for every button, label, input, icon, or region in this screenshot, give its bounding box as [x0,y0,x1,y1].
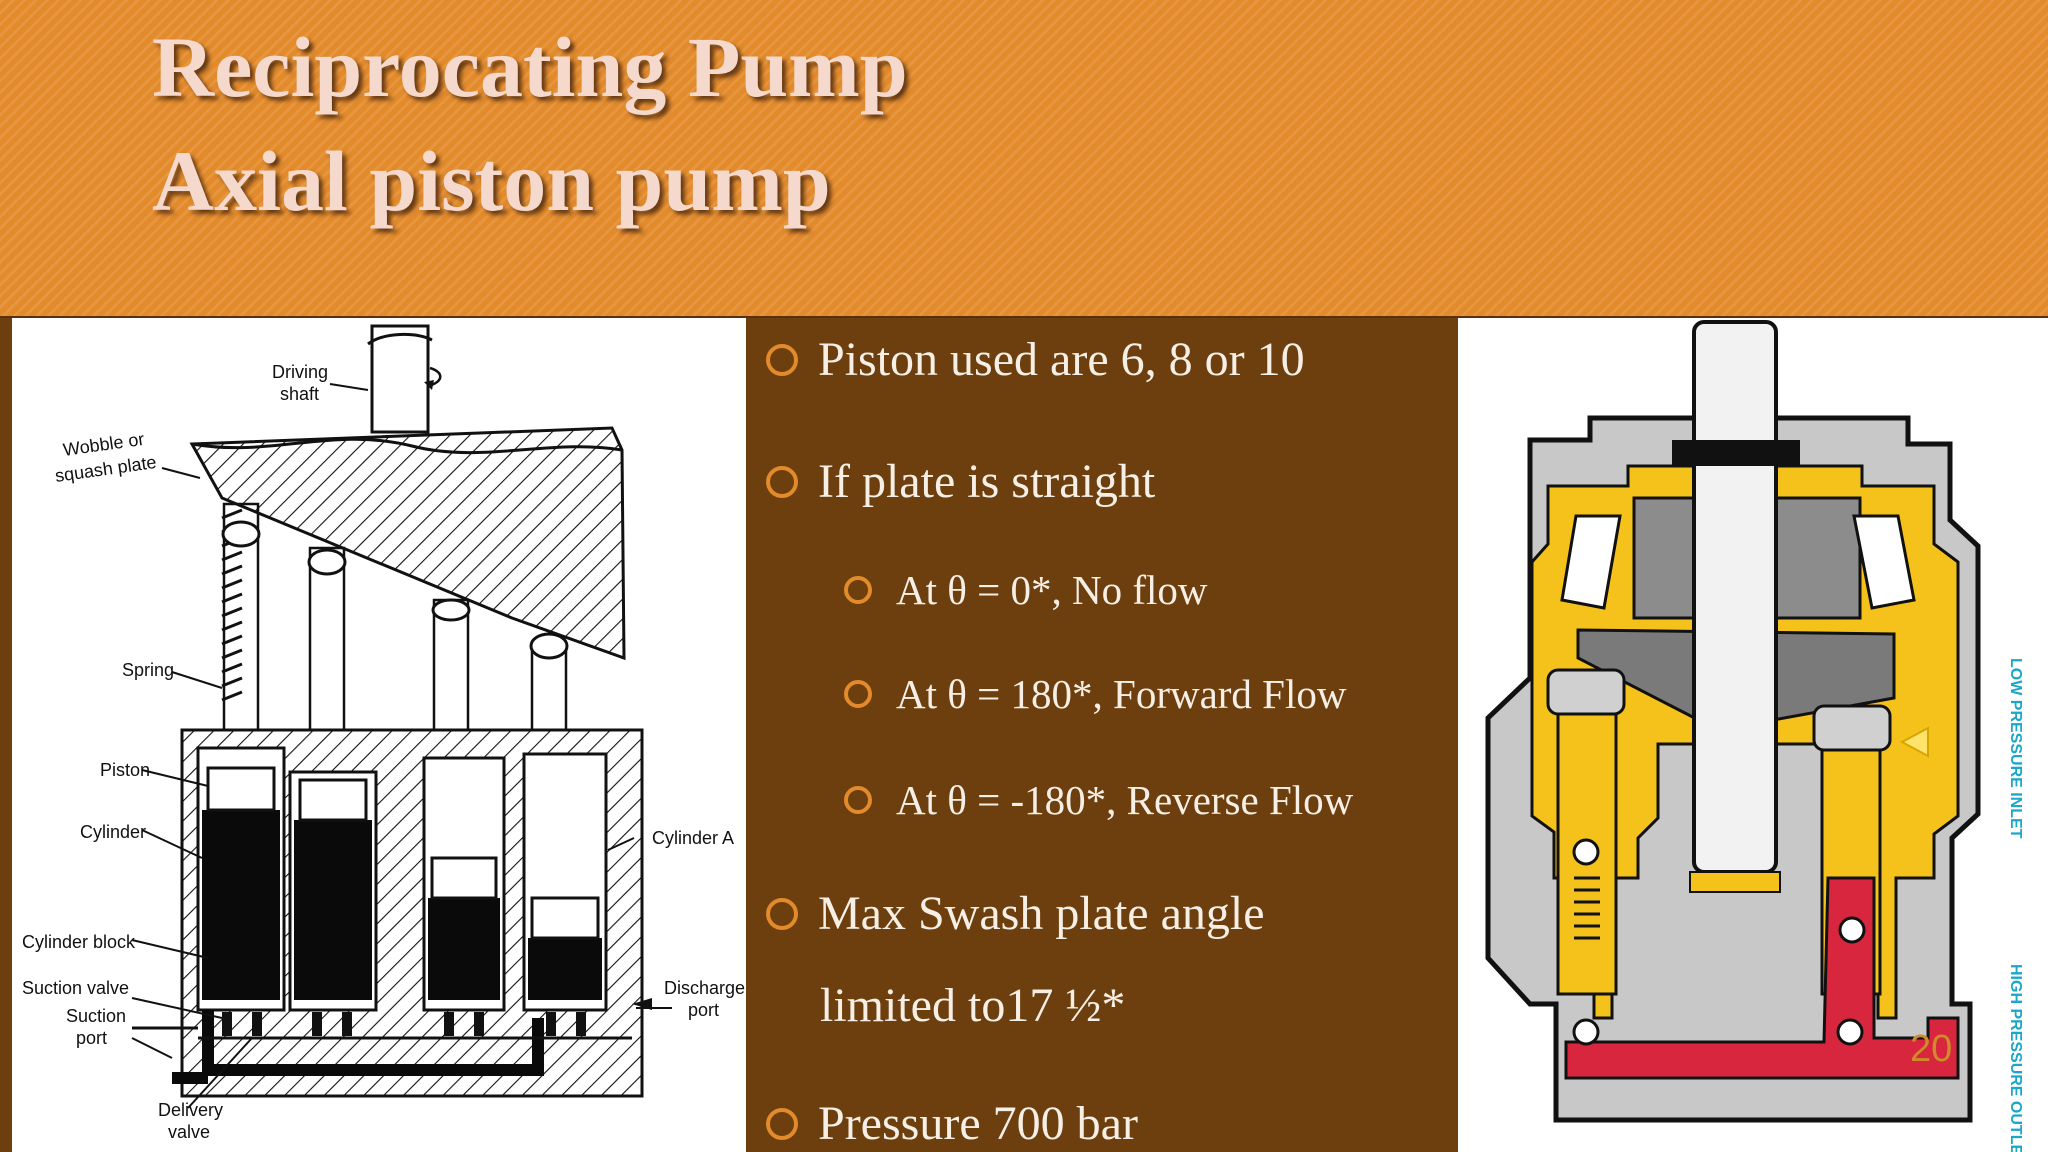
bullet-ring-icon [844,576,872,604]
bullet-ring-icon [766,465,798,498]
piston-left [1546,668,1626,716]
wobble-plate-diagram-svg: Driving shaft Wobble or squash plate Spr… [22,324,745,1142]
inlet-arrow-icon [1899,726,1929,758]
label-piston: Piston [100,760,150,780]
bullet-text: Piston used are 6, 8 or 10 [818,333,1305,386]
bullet-ring-icon [844,680,872,708]
slide-number: 20 [1910,1028,1953,1070]
drive-shaft [1692,320,1778,874]
label-suction-valve: Suction valve [22,978,129,998]
bullet-ring-icon [844,786,872,814]
bearing-left [1560,514,1622,610]
bullet-item: Pressure 700 bar [766,1096,1138,1151]
low-pressure-inlet-label: LOW PRESSURE INLET [2007,658,2024,839]
leader-lines [131,383,672,1109]
label-spring: Spring [122,660,174,680]
cylinder-block [132,728,652,1098]
bearing-right [1852,514,1916,610]
label-discharge-port: Discharge [664,978,745,998]
bullet-ring-icon [766,897,798,930]
bullet-panel: Piston used are 6, 8 or 10 If plate is s… [748,318,1456,1152]
label-driving-shaft: Driving [272,362,328,382]
piston-right [1812,704,1892,752]
sub-bullet-item: At θ = 0*, No flow [844,566,1208,614]
sub-bullet-item: At θ = -180*, Reverse Flow [844,776,1353,824]
bullet-text: At θ = -180*, Reverse Flow [896,777,1354,823]
wobble-plate [189,426,626,661]
label-cylinder: Cylinder [80,822,146,842]
bullet-text: Pressure 700 bar [818,1097,1138,1150]
label-driving-shaft-2: shaft [280,384,319,404]
bullet-ring-icon [766,1107,798,1140]
label-discharge-port-2: port [688,1000,719,1020]
bullet-ring-icon [766,343,798,376]
label-delivery-valve: Delivery [158,1100,223,1120]
bullet-list: Piston used are 6, 8 or 10 If plate is s… [748,318,1456,1152]
label-cylinder-a: Cylinder A [652,828,734,848]
axial-piston-pump-cutaway: LOW PRESSURE INLET HIGH PRESSURE OUTLET [1458,318,2048,1152]
bullet-text: Max Swash plate angle [818,887,1265,940]
bullet-text: At θ = 0*, No flow [896,567,1208,613]
bullet-item: Max Swash plate angle [766,886,1265,941]
bullet-text: If plate is straight [818,455,1156,508]
sub-bullet-item: At θ = 180*, Forward Flow [844,670,1346,718]
slide-title: Reciprocating Pump [152,19,908,115]
bullet-text: At θ = 180*, Forward Flow [896,671,1347,717]
title-banner: Reciprocating Pump Axial piston pump [0,0,2048,318]
label-delivery-valve-2: valve [168,1122,210,1142]
wobble-plate-pump-diagram: Driving shaft Wobble or squash plate Spr… [12,318,746,1152]
bullet-item: Piston used are 6, 8 or 10 [766,332,1305,387]
bullet-continuation: limited to17 ½* [820,979,1126,1032]
bullet-item: If plate is straight [766,454,1155,509]
high-pressure-outlet-label: HIGH PRESSURE OUTLET [2007,964,2024,1152]
label-suction-port-2: port [76,1028,107,1048]
diagram-labels: Driving shaft Wobble or squash plate Spr… [22,362,745,1142]
slide-subtitle: Axial piston pump [152,133,831,229]
label-cylinder-block: Cylinder block [22,932,136,952]
pump-cutaway-svg [1485,320,1981,1123]
driving-shaft [367,324,442,434]
label-suction-port: Suction [66,1006,126,1026]
